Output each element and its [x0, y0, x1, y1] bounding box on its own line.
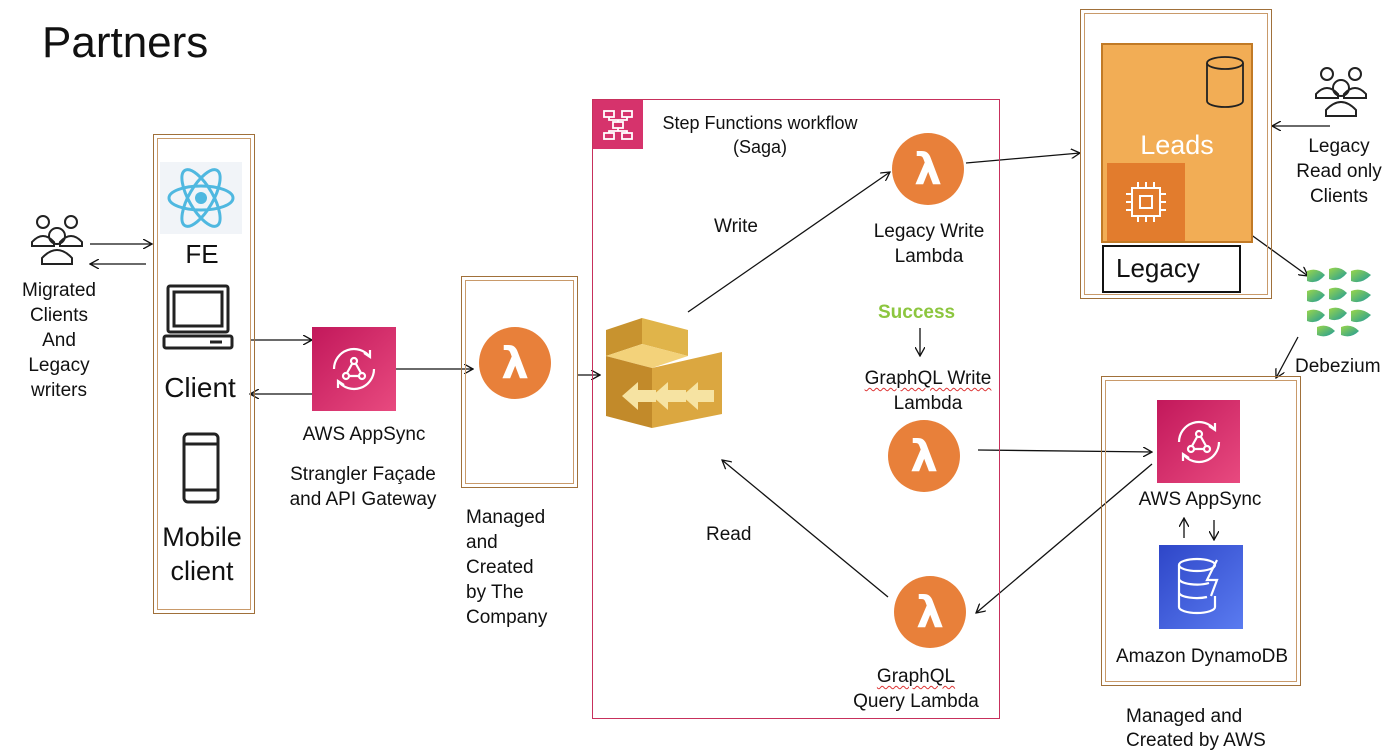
dynamodb-icon	[1177, 557, 1219, 615]
aws-managed-caption: Managed and Created by AWS	[1126, 706, 1266, 751]
aws-managed-frame	[1101, 376, 1301, 686]
users-icon	[1315, 67, 1367, 117]
ec2-tile	[1107, 163, 1185, 241]
appsync-icon	[1177, 420, 1221, 464]
lambda-icon: λ	[894, 576, 966, 648]
ec2-chip-icon	[1126, 182, 1166, 222]
svg-text:λ: λ	[501, 338, 529, 389]
stepfunctions-icon	[603, 110, 633, 140]
svg-text:λ: λ	[916, 587, 944, 638]
appsync-front-caption: Strangler Façade and API Gateway	[289, 464, 437, 510]
stepfunctions-title: Step Functions workflow (Saga)	[662, 113, 858, 157]
read-label: Read	[706, 524, 752, 545]
appsync-aws-tile	[1157, 400, 1240, 483]
success-label: Success	[878, 302, 956, 323]
lambda-icon: λ	[479, 327, 551, 399]
svg-text:λ: λ	[910, 431, 938, 482]
lambda-icon: λ	[892, 133, 964, 205]
mobile-client-label: Mobile client	[162, 522, 242, 586]
react-icon	[167, 168, 235, 228]
graphql-query-lambda-label: GraphQL Query Lambda	[853, 666, 979, 712]
client-label: Client	[164, 372, 236, 403]
graphql-write-word: GraphQL Write	[864, 368, 992, 389]
legacy-write-lambda-label: Legacy Write Lambda	[873, 221, 985, 267]
laptop-icon	[162, 284, 234, 350]
legacy-readers-label: Legacy Read only Clients	[1296, 136, 1382, 207]
database-icon	[1206, 56, 1244, 108]
legacy-box	[1102, 245, 1241, 293]
page-title: Partners	[42, 18, 209, 67]
managed-company-caption: Managed and Created by The Company	[466, 507, 548, 628]
users-icon	[31, 215, 83, 265]
migrated-clients-label: Migrated Clients And Legacy writers	[22, 280, 96, 401]
dynamodb-label: Amazon DynamoDB	[1115, 646, 1289, 667]
stepfunctions-badge	[593, 100, 643, 149]
appsync-icon	[332, 347, 376, 391]
mobile-icon	[182, 432, 220, 504]
stepfunctions-group	[592, 99, 1000, 719]
stepfunctions-cube-icon	[606, 318, 722, 428]
leads-label: Leads	[1140, 130, 1214, 160]
svg-text:λ: λ	[914, 144, 942, 195]
graphql-write-lambda-label: GraphQL Write Lambda	[864, 368, 992, 414]
lambda-icon: λ	[888, 420, 960, 492]
fe-label: FE	[185, 239, 219, 269]
debezium-icon	[1307, 267, 1371, 337]
company-lambda-frame	[461, 276, 578, 488]
write-label: Write	[714, 216, 758, 237]
legacy-system-frame	[1080, 9, 1272, 299]
legacy-label: Legacy	[1116, 253, 1200, 283]
client-panel	[153, 134, 255, 614]
appsync-aws-label: AWS AppSync	[1138, 489, 1262, 510]
appsync-front-label: AWS AppSync	[302, 424, 426, 445]
debezium-label: Debezium	[1295, 356, 1381, 377]
appsync-front-tile	[312, 327, 396, 411]
graphql-query-word: GraphQL	[876, 666, 956, 687]
